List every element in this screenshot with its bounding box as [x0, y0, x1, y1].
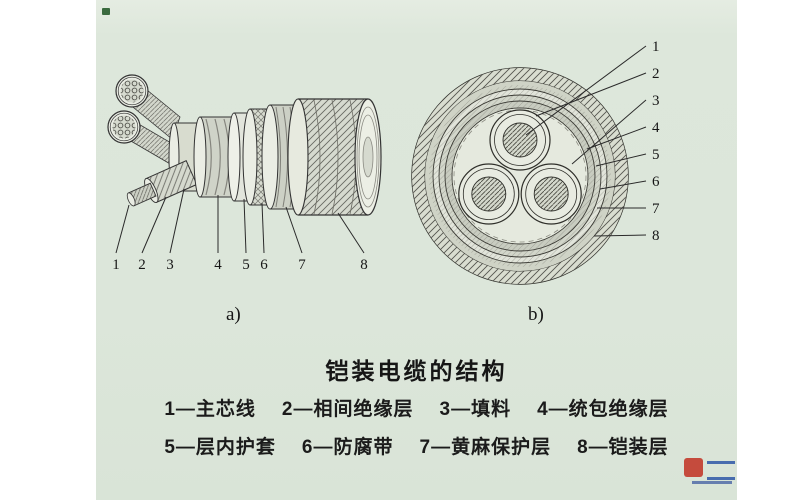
- callout-leader-lines: [115, 188, 365, 254]
- ring-outlines: [432, 88, 608, 264]
- legend-item-2: 2—相间绝缘层: [281, 399, 414, 420]
- callout-number-b8: 8: [652, 228, 660, 244]
- legend-item-5: 5—层内护套: [164, 437, 276, 458]
- core-bottom-right: [520, 163, 582, 225]
- callout-number-a5: 5: [242, 257, 250, 273]
- callout-number-b1: 1: [652, 39, 660, 55]
- callout-number-a3: 3: [166, 257, 174, 273]
- core-top: [489, 109, 551, 171]
- book-page: 1 2 3 4 5 6 7 8: [96, 0, 737, 500]
- cable-cores: [458, 109, 582, 225]
- legend-row-2: 5—层内护套 6—防腐带 7—黄麻保护层 8—铠装层: [96, 432, 737, 459]
- core-bottom-left: [458, 163, 520, 225]
- main-core-with-insulation: [126, 160, 198, 207]
- subfigure-label-a: a): [226, 304, 241, 325]
- scan-artifact-mark: [102, 8, 110, 15]
- legend-item-1: 1—主芯线: [164, 399, 256, 420]
- callout-number-a6: 6: [260, 257, 268, 273]
- cross-section-diagram: 1 2 3 4 5 6 7 8: [411, 39, 660, 285]
- callout-leader-lines: [525, 45, 647, 237]
- core-cut-faces: [107, 74, 149, 144]
- legend-item-6: 6—防腐带: [301, 437, 394, 458]
- watermark-blue-mark-2: [692, 481, 732, 490]
- callout-number-a7: 7: [298, 257, 306, 273]
- callout-number-b7: 7: [652, 201, 660, 217]
- legend-item-3: 3—填料: [439, 399, 512, 420]
- callout-number-b4: 4: [652, 120, 660, 136]
- armor-layer: [287, 98, 382, 216]
- callout-number-a8: 8: [360, 257, 368, 273]
- callout-number-a4: 4: [214, 257, 222, 273]
- subfigure-label-b: b): [528, 304, 544, 325]
- legend-row-1: 1—主芯线 2—相间绝缘层 3—填料 4—统包绝缘层: [96, 394, 737, 421]
- callout-number-b5: 5: [652, 147, 660, 163]
- callout-number-b6: 6: [652, 174, 660, 190]
- legend-item-8: 8—铠装层: [577, 437, 669, 458]
- legend-item-4: 4—统包绝缘层: [537, 399, 669, 420]
- callout-number-a2: 2: [138, 257, 146, 273]
- callout-number-b2: 2: [652, 66, 660, 82]
- cutaway-cable-diagram: 1 2 3 4 5 6 7 8: [107, 74, 382, 273]
- ring-texture: [429, 85, 611, 267]
- figure-title: 铠装电缆的结构: [325, 358, 508, 384]
- watermark-blue-mark: [707, 461, 735, 480]
- watermark-red-seal: [684, 458, 703, 477]
- callout-number-a1: 1: [112, 257, 120, 273]
- legend-item-7: 7—黄麻保护层: [419, 437, 552, 458]
- callout-number-b3: 3: [652, 93, 660, 109]
